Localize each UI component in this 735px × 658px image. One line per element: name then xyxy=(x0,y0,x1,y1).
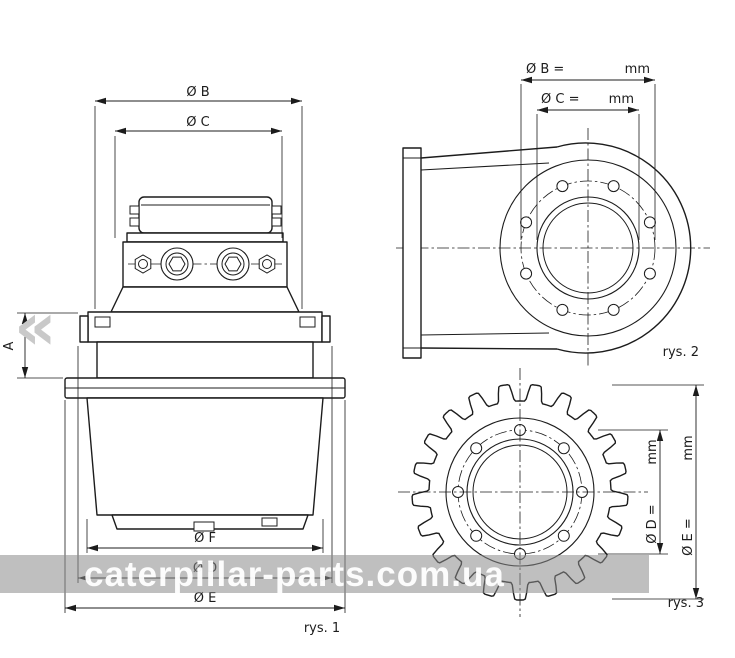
dim-unit-b2: mm xyxy=(625,62,650,77)
dim-label-b2: Ø B = xyxy=(526,62,564,77)
bolt-hole xyxy=(520,267,533,280)
bore-circle-inner xyxy=(542,202,634,294)
cap-bolt xyxy=(271,217,282,227)
cap-bolt xyxy=(129,217,140,227)
housing-neck-bottom xyxy=(420,347,558,350)
cap-bolt xyxy=(129,205,140,215)
bolt-hole xyxy=(643,216,656,229)
drain-plug-right xyxy=(261,517,278,527)
housing-band xyxy=(126,232,284,243)
dim-unit-e3: mm xyxy=(681,435,696,460)
bolt-hole xyxy=(643,267,656,280)
figure-sprocket: mm Ø D = mm Ø E = rys. 3 xyxy=(398,368,704,617)
flange-bolt-right xyxy=(299,316,316,328)
upper-flange-lug-left xyxy=(79,315,89,343)
dim-label-e: Ø E xyxy=(194,591,217,606)
hex-plug-right xyxy=(224,256,242,272)
hex-nut-right-hole xyxy=(262,259,272,269)
housing-neck-top-inner xyxy=(420,162,550,171)
carousel-prev-button[interactable]: « xyxy=(14,294,57,360)
bolt-hole xyxy=(556,180,569,193)
dim-label-a: A xyxy=(2,341,17,350)
hex-nut-left xyxy=(134,254,152,274)
fig2-dimensions: Ø B = mm Ø C = mm xyxy=(520,62,656,240)
bolt-hole xyxy=(607,303,620,316)
housing-flare xyxy=(110,286,300,313)
housing-face-circle xyxy=(499,159,677,337)
port-circle-right-inner xyxy=(221,252,245,276)
watermark-band: caterpillar-parts.com.ua xyxy=(0,555,649,593)
bolt-circle xyxy=(520,180,656,316)
bolt-hole xyxy=(557,442,570,455)
drum-body xyxy=(86,397,324,516)
bolt-hole xyxy=(607,180,620,193)
mount-flange-plate xyxy=(402,147,422,359)
bore-circle xyxy=(536,196,640,300)
bolt-hole xyxy=(470,442,483,455)
bolt-hole xyxy=(520,216,533,229)
bolt-hole xyxy=(557,529,570,542)
bolt-hole xyxy=(470,529,483,542)
fig1-caption: rys. 1 xyxy=(304,621,340,636)
fig3-dimensions: mm Ø D = mm Ø E = xyxy=(598,384,704,600)
fig2-caption: rys. 2 xyxy=(663,345,699,360)
figure-motor-side-view: Ø B = mm Ø C = mm rys. 2 xyxy=(396,62,710,368)
hex-plug-left xyxy=(168,256,186,272)
dim-label-b: Ø B xyxy=(186,85,209,100)
dim-label-c2: Ø C = xyxy=(541,92,579,107)
watermark-text: caterpillar-parts.com.ua xyxy=(84,554,505,594)
dim-label-e3: Ø E = xyxy=(681,518,696,556)
hex-nut-left-hole xyxy=(138,259,148,269)
housing-neck-bottom-inner xyxy=(420,332,550,336)
housing-outer-arc xyxy=(556,142,692,354)
fig3-caption: rys. 3 xyxy=(668,596,704,611)
cap-bolt xyxy=(271,205,282,215)
motor-top-cap xyxy=(138,196,273,234)
mid-section xyxy=(96,341,314,379)
dim-label-f: Ø F xyxy=(194,531,216,546)
chevron-left-icon: « xyxy=(14,288,57,365)
bolt-hole xyxy=(556,303,569,316)
dim-label-c: Ø C xyxy=(186,115,209,130)
port-circle-left-inner xyxy=(165,252,189,276)
dim-label-d3: Ø D = xyxy=(645,504,660,543)
dim-unit-c2: mm xyxy=(609,92,634,107)
upper-flange-lug-right xyxy=(321,315,331,343)
drain-plug-left xyxy=(193,521,215,532)
housing-neck-top xyxy=(420,146,558,159)
upper-flange xyxy=(87,311,323,343)
dim-unit-d3: mm xyxy=(645,439,660,464)
figure-final-drive-front-view: Ø B Ø C A Ø F Ø D Ø xyxy=(2,85,346,636)
hex-nut-right xyxy=(258,254,276,274)
flange-bolt-left xyxy=(94,316,111,328)
